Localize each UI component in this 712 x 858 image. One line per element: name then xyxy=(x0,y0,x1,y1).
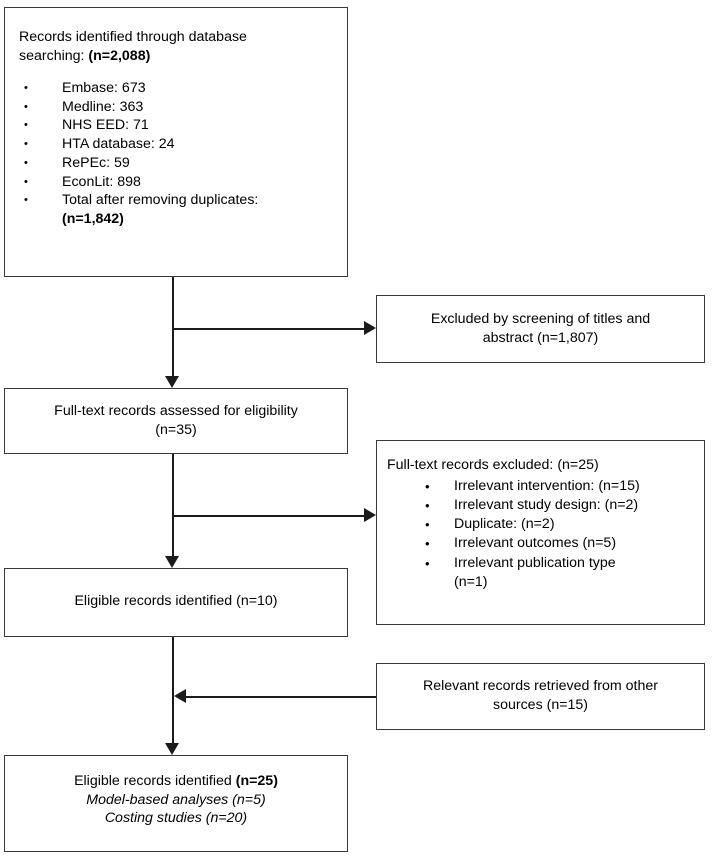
bullet-icon: • xyxy=(24,82,28,94)
list-item-label: EconLit: 898 xyxy=(62,173,141,190)
list-item: • Irrelevant study design: (n=2) xyxy=(387,496,696,515)
list-item-label: Irrelevant intervention: (n=15) xyxy=(454,477,640,494)
list-item: • RePEc: 59 xyxy=(19,154,337,173)
included-costing-studies: Costing studies (n=20) xyxy=(104,810,248,826)
list-item-label: Irrelevant publication type xyxy=(454,554,616,571)
connector-line-from-other-sources xyxy=(186,696,376,699)
identification-heading-line2: searching: (n=2,088) xyxy=(19,47,337,66)
list-item-label: NHS EED: 71 xyxy=(62,117,149,134)
list-item: • HTA database: 24 xyxy=(19,135,337,154)
bullet-icon: • xyxy=(425,497,430,513)
arrow-down-icon xyxy=(165,743,179,755)
eligible-10-label: Eligible records identified (n=10) xyxy=(74,593,278,609)
list-item-label: Duplicate: (n=2) xyxy=(454,516,555,533)
fulltext-excluded-reason-list: • Irrelevant intervention: (n=15) • Irre… xyxy=(387,477,696,593)
list-item: • Medline: 363 xyxy=(19,98,337,117)
arrow-down-icon xyxy=(165,556,179,568)
included-line1: Eligible records identified (n=25) xyxy=(13,772,339,791)
list-item-label-continued: (n=1) xyxy=(454,573,488,590)
list-item-label: Irrelevant outcomes (n=5) xyxy=(454,535,617,552)
box-included-records-25: Eligible records identified (n=25) Model… xyxy=(4,755,348,852)
box-eligible-records-10: Eligible records identified (n=10) xyxy=(4,568,348,637)
list-item-label: HTA database: 24 xyxy=(62,136,175,153)
list-item: • Duplicate: (n=2) xyxy=(387,515,696,534)
list-item: • Irrelevant outcomes (n=5) xyxy=(387,534,696,553)
bullet-icon: • xyxy=(24,156,28,169)
other-sources-line2: sources (n=15) xyxy=(492,696,589,713)
connector-line-to-fulltext-excluded xyxy=(172,515,364,518)
list-item-total: • Total after removing duplicates: (n=1,… xyxy=(19,191,337,228)
arrow-right-icon xyxy=(364,508,376,522)
bullet-icon: • xyxy=(425,478,430,494)
list-item: • Embase: 673 xyxy=(19,79,337,98)
bullet-icon: • xyxy=(425,555,430,571)
box-fulltext-excluded: Full-text records excluded: (n=25) • Irr… xyxy=(376,440,705,625)
eligibility-line2: (n=35) xyxy=(155,421,197,438)
connector-line-to-screening-excluded xyxy=(172,328,364,331)
identification-database-list: • Embase: 673 • Medline: 363 • NHS EED: … xyxy=(19,79,337,229)
identification-heading-line1: Records identified through database xyxy=(19,29,247,45)
list-item-label: Irrelevant study design: (n=2) xyxy=(454,496,639,513)
other-sources-line1: Relevant records retrieved from other xyxy=(423,678,658,694)
list-item: • EconLit: 898 xyxy=(19,173,337,192)
list-item-label: RePEc: 59 xyxy=(62,154,130,171)
box-relevant-records-other-sources: Relevant records retrieved from other so… xyxy=(376,663,705,730)
bullet-icon: • xyxy=(24,138,28,151)
list-item: • Irrelevant intervention: (n=15) xyxy=(387,477,696,496)
eligibility-line1: Full-text records assessed for eligibili… xyxy=(54,403,298,419)
bullet-icon: • xyxy=(24,119,28,132)
identification-total-count: (n=2,088) xyxy=(88,47,151,64)
bullet-icon: • xyxy=(425,517,430,533)
arrow-right-icon xyxy=(364,321,376,335)
box-excluded-by-screening: Excluded by screening of titles and abst… xyxy=(376,295,705,363)
total-after-duplicates-label: Total after removing duplicates: xyxy=(62,192,259,209)
list-item: • Irrelevant publication type (n=1) xyxy=(387,554,696,593)
bullet-icon: • xyxy=(24,175,28,188)
connector-line-eligible10-to-included xyxy=(172,637,175,743)
box-records-identified: Records identified through database sear… xyxy=(4,7,348,277)
included-count: (n=25) xyxy=(235,773,278,789)
screening-excluded-line2: abstract (n=1,807) xyxy=(482,329,599,346)
bullet-icon: • xyxy=(24,100,28,113)
included-model-based-analyses: Model-based analyses (n=5) xyxy=(86,791,266,808)
list-item: • NHS EED: 71 xyxy=(19,116,337,135)
arrow-down-icon xyxy=(165,376,179,388)
fulltext-excluded-heading: Full-text records excluded: (n=25) xyxy=(387,457,599,473)
screening-excluded-line1: Excluded by screening of titles and xyxy=(430,311,651,327)
arrow-left-icon xyxy=(174,689,186,703)
total-after-duplicates-count: (n=1,842) xyxy=(62,210,124,227)
box-fulltext-assessed: Full-text records assessed for eligibili… xyxy=(4,388,348,454)
bullet-icon: • xyxy=(24,194,28,207)
connector-line-identification-to-eligibility xyxy=(172,277,175,376)
included-label: Eligible records identified xyxy=(74,773,236,789)
list-item-label: Medline: 363 xyxy=(62,98,144,115)
connector-line-eligibility-to-eligible10 xyxy=(172,454,175,556)
list-item-label: Embase: 673 xyxy=(62,80,146,96)
identification-heading-label: searching: xyxy=(19,47,89,64)
bullet-icon: • xyxy=(425,536,430,552)
